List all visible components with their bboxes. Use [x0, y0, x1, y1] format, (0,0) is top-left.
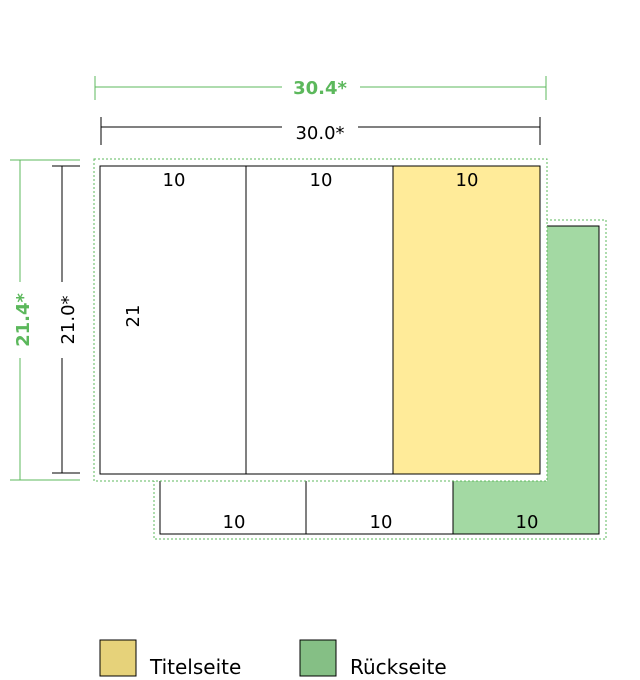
panel-height-label: 21	[123, 305, 144, 328]
inner-height-dimension: 21.0*	[52, 165, 80, 474]
inner-width-dimension: 30.0*	[100, 117, 541, 145]
front-panel-1-label: 10	[163, 170, 186, 191]
outer-height-label: 21.4*	[13, 293, 34, 347]
front-panel-3-label: 10	[456, 170, 479, 191]
back-panel-1-label: 10	[223, 512, 246, 533]
legend-title-page-swatch	[99, 639, 137, 677]
front-panel-2-label: 10	[310, 170, 333, 191]
outer-width-dimension: 30.4*	[94, 76, 547, 100]
inner-height-label: 21.0*	[58, 295, 79, 344]
inner-width-label: 30.0*	[295, 123, 344, 144]
legend-back-page-label: Rückseite	[350, 655, 447, 679]
back-panel-3-label: 10	[516, 512, 539, 533]
legend: Titelseite Rückseite	[99, 639, 447, 679]
outer-width-label: 30.4*	[293, 78, 347, 99]
legend-title-page-label: Titelseite	[149, 655, 241, 679]
title-page-panel	[392, 165, 541, 475]
legend-back-page-swatch	[299, 639, 337, 677]
outer-height-dimension: 21.4*	[10, 159, 80, 481]
back-panel-2-label: 10	[370, 512, 393, 533]
front-sheet: 10 10 10 21	[99, 165, 541, 475]
